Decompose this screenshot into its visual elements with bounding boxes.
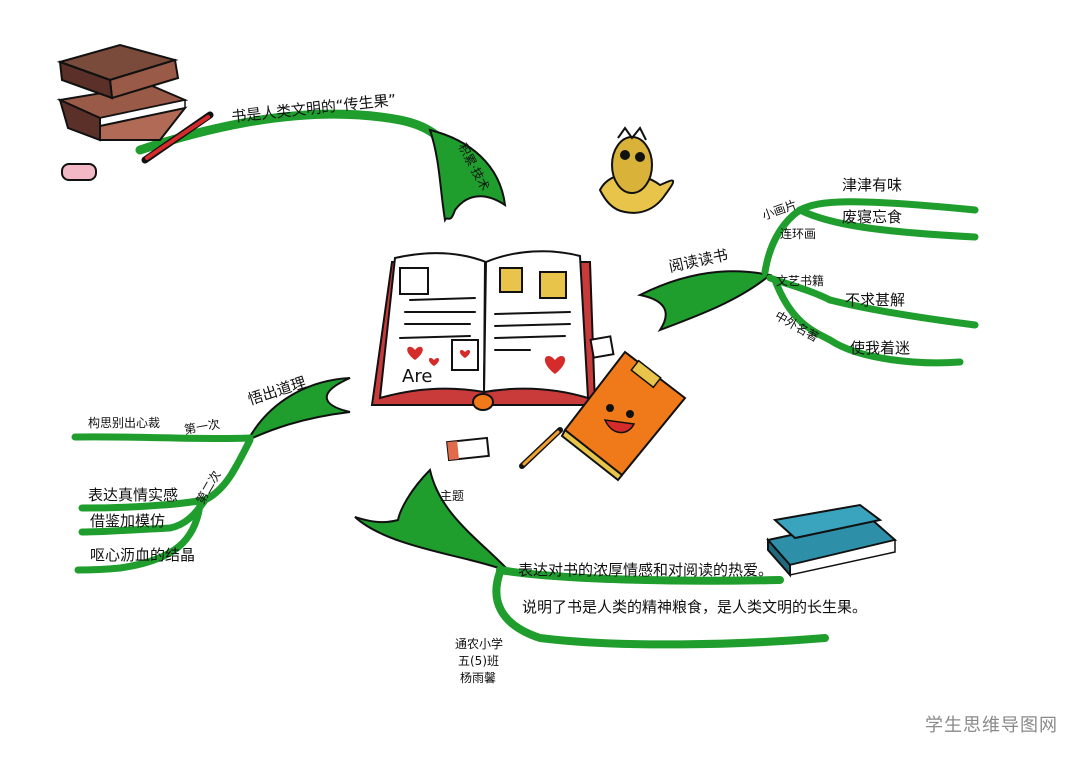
owl-figure-icon [598, 126, 675, 214]
brown-book-stack-icon [56, 43, 189, 142]
branch-left-first: 第一次 [183, 417, 221, 437]
branch-right-leaf-4: 使我着迷 [850, 339, 910, 357]
eraser-icon [446, 436, 490, 462]
branch-right-sub-2: 连环画 [780, 226, 816, 241]
smiling-orange-book-icon [560, 350, 687, 482]
signature-line-3: 杨雨馨 [460, 670, 496, 685]
branch-right [636, 198, 979, 367]
signature-line-2: 五(5)班 [458, 654, 499, 668]
branch-top-left-label: 书是人类文明的“传生果” [231, 91, 398, 126]
branch-left-first-leaf: 构思别出心裁 [88, 415, 160, 430]
branch-bottom-leaf-2: 说明了书是人类的精神粮食，是人类文明的长生果。 [522, 598, 867, 616]
branch-left-leaf-3: 呕心沥血的结晶 [90, 546, 195, 564]
watermark-text: 学生思维导图网 [925, 715, 1058, 736]
branch-left-leaf-1: 表达真情实感 [88, 486, 178, 504]
pen-icon [519, 427, 563, 469]
branch-right-leaf-3: 不求甚解 [845, 291, 905, 309]
small-picture-icon [589, 335, 615, 359]
branch-right-leaf-2: 废寝忘食 [842, 208, 902, 226]
branch-left-leaf-2: 借鉴加模仿 [90, 512, 165, 530]
signature-line-1: 通农小学 [455, 636, 503, 651]
center-open-book [370, 250, 597, 411]
branch-left [71, 377, 351, 574]
red-pencil-icon [141, 111, 214, 164]
branch-bottom-label: 主题 [440, 489, 464, 503]
center-book-word: Are [402, 366, 432, 387]
branch-bottom-leaf-1: 表达对书的浓厚情感和对阅读的热爱。 [518, 561, 773, 579]
branch-bottom [354, 468, 829, 649]
branch-right-sub-3: 文艺书籍 [776, 273, 824, 288]
branch-right-leaf-1: 津津有味 [842, 176, 902, 194]
blue-book-stack-icon [766, 503, 898, 578]
pink-eraser-icon [61, 163, 97, 181]
branch-top-left [135, 109, 507, 223]
